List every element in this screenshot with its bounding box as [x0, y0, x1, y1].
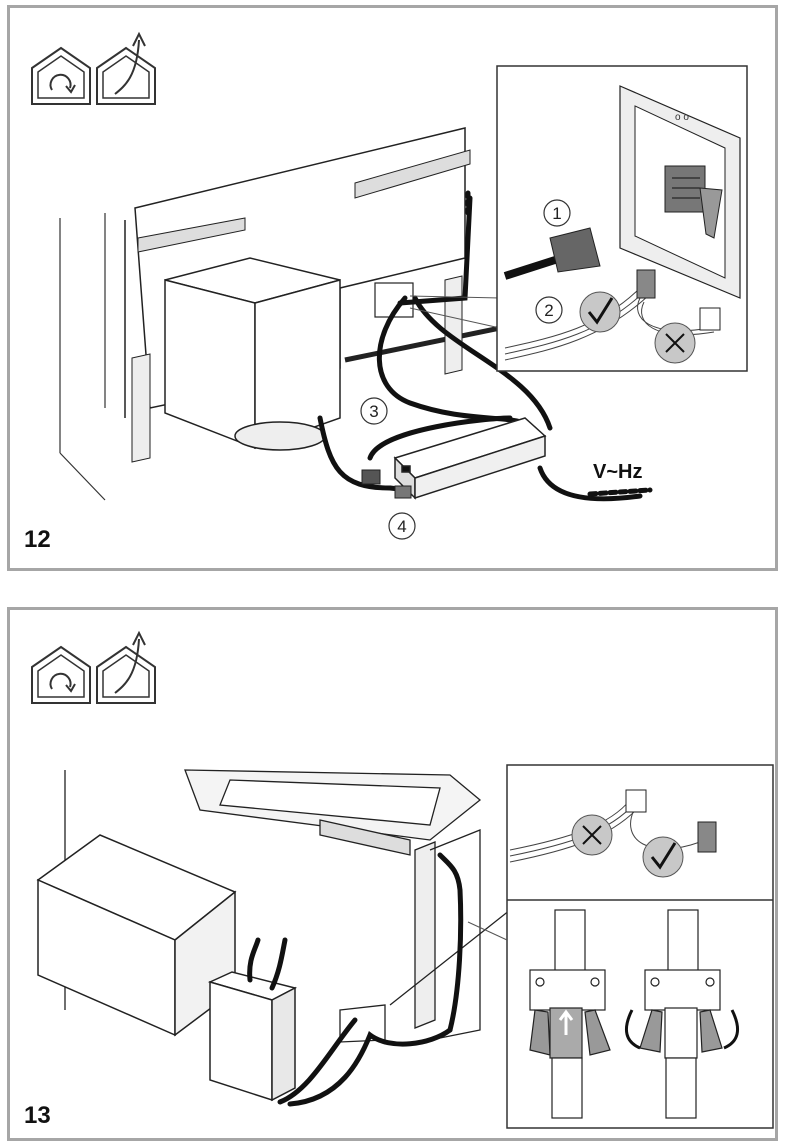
cross-mark-icon	[654, 322, 696, 364]
step-number: 13	[24, 1102, 51, 1129]
cables	[247, 852, 464, 1107]
step-12-illustration: o o 1 2 3 4 V~Hz	[31, 31, 748, 540]
callout-4-circle	[388, 512, 416, 540]
callout-3: 3	[369, 402, 378, 421]
callout-1-circle	[543, 199, 571, 227]
callout-3-circle	[360, 397, 388, 425]
clip-engaged	[529, 909, 611, 1119]
check-mark-icon	[642, 836, 684, 878]
power-supply-unit	[207, 971, 298, 1102]
svg-text:o o: o o	[675, 112, 689, 123]
motor-box	[36, 834, 237, 1037]
step-12-panel: o o 1 2 3 4 V~Hz 12	[7, 5, 778, 571]
clip-release	[624, 909, 740, 1119]
recirculation-mode-icon	[31, 645, 91, 704]
callout-2: 2	[544, 301, 553, 320]
step-number: 12	[24, 526, 51, 553]
voltage-label: V~Hz	[593, 461, 642, 483]
detail-inset	[467, 764, 774, 1129]
connector-4	[394, 485, 412, 499]
recirculation-mode-icon	[31, 46, 91, 105]
detail-inset: o o	[409, 65, 748, 372]
check-mark-icon	[579, 291, 621, 333]
wall-lines	[59, 213, 106, 501]
connector-3	[361, 469, 381, 485]
hood-assembly	[64, 769, 511, 1043]
ducted-mode-icon	[96, 31, 156, 105]
callout-2-circle	[535, 296, 563, 324]
cross-mark-icon	[571, 814, 613, 856]
step-13-illustration	[31, 630, 774, 1129]
callout-1: 1	[552, 204, 561, 223]
motor-box	[164, 257, 341, 451]
ducted-mode-icon	[96, 630, 156, 704]
callout-4: 4	[397, 517, 406, 536]
step-13-panel: 13	[7, 607, 778, 1141]
